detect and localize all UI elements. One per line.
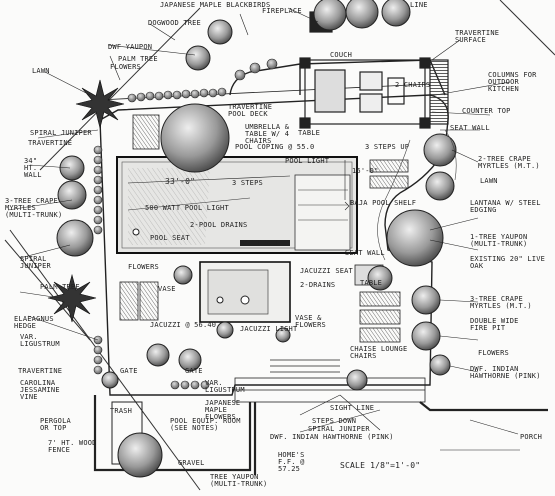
label-chairs: 2 Chairs bbox=[395, 81, 431, 89]
label-spiral-juniper-bottom: Spiral Juniper bbox=[308, 425, 370, 433]
label-elaeagnus-hedge: Elaeagnus Hedge bbox=[14, 315, 54, 330]
label-seat-wall-mid: Seat Wall bbox=[345, 249, 385, 257]
label-jacuzzi-light: Jacuzzi Light bbox=[240, 325, 298, 333]
label-pergola: Pergola or Top bbox=[40, 417, 71, 432]
label-lawn-top-left: Lawn bbox=[32, 67, 50, 75]
label-pool-equip: Pool Equip. Room (See Notes) bbox=[170, 417, 241, 432]
label-vase: Vase bbox=[158, 285, 176, 293]
label-lawn-right: Lawn bbox=[480, 177, 498, 185]
label-waterfall: Waterfall bbox=[240, 239, 280, 247]
label-dim-16: 16'-0" bbox=[352, 167, 379, 175]
dimension-lines bbox=[127, 160, 520, 451]
label-3-steps: 3 Steps bbox=[232, 179, 263, 187]
label-dwf-hawthorne: Dwf. Indian Hawthorne (Pink) bbox=[470, 365, 541, 380]
label-var-ligustrum: Var. Ligustrum bbox=[20, 333, 60, 348]
label-travertine-pool-deck: Travertine Pool Deck bbox=[228, 103, 273, 118]
label-jacuzzi-coping: Jacuzzi @ 56.40 bbox=[150, 321, 217, 329]
label-japanese-maple: Japanese Maple Blackbirds bbox=[160, 1, 271, 9]
label-vase-flowers: Vase & Flowers bbox=[295, 314, 326, 329]
label-palm-tree-top: Palm Tree bbox=[118, 55, 158, 63]
leader-lines bbox=[7, 7, 519, 435]
label-flowers-right: Flowers bbox=[478, 349, 509, 357]
outdoor-kitchen bbox=[299, 11, 449, 129]
label-gate-left: Gate bbox=[120, 367, 138, 375]
label-pool-light-500: 500 Watt Pool Light bbox=[145, 204, 229, 212]
property-lines bbox=[4, 0, 555, 491]
label-jacuzzi-drains: 2-Drains bbox=[300, 281, 336, 289]
label-yaupon-right: 1-Tree Yaupon (Multi-Trunk) bbox=[470, 233, 528, 248]
label-lantana: Lantana w/ Steel Edging bbox=[470, 199, 541, 214]
label-japanese-maple-lower: Japanese Maple Flowers bbox=[205, 399, 241, 421]
label-scale: Scale 1/8"=1'-0" bbox=[340, 461, 421, 470]
jacuzzi bbox=[199, 261, 291, 323]
label-home-ff: Home's F.F. @ 57.25 bbox=[278, 451, 305, 473]
label-pool-seat: Pool Seat bbox=[150, 234, 190, 242]
label-table-right: Table bbox=[360, 279, 383, 287]
label-palm-tree-left: Palm Tree bbox=[40, 283, 80, 291]
label-34-wall: 34" Ht. Wall bbox=[24, 157, 42, 179]
label-crape-myrtles-lower: 3-Tree Crape Myrtles (m.t.) bbox=[470, 295, 532, 310]
label-umbrella-chairs: Umbrella & Table w/ 4 Chairs bbox=[245, 123, 290, 145]
pool bbox=[116, 156, 358, 254]
chaise-lounges-right bbox=[354, 159, 409, 343]
label-spiral-juniper-top: Spiral Juniper bbox=[30, 129, 92, 137]
label-steps-down: Steps Down bbox=[312, 417, 357, 425]
label-carolina-jessamine: Carolina Jessamine Vine bbox=[20, 379, 60, 401]
label-steps-up: 3 Steps Up bbox=[365, 143, 410, 151]
label-couch: Couch bbox=[330, 51, 353, 59]
label-var-ligustrum-lower: Var. Ligustrum bbox=[205, 379, 245, 394]
label-line: Line bbox=[410, 1, 428, 9]
label-travertine-surface: Travertine Surface bbox=[455, 29, 500, 44]
label-dim-33: 33'-0" bbox=[165, 177, 196, 186]
label-gate-mid: Gate bbox=[185, 367, 203, 375]
label-pool-light-top: Pool Light bbox=[285, 157, 330, 165]
label-dwf-yaupon: Dwf Yaupon bbox=[108, 43, 153, 51]
label-flowers-top: Flowers bbox=[110, 63, 141, 71]
label-trash: Trash bbox=[110, 407, 133, 415]
shrub-rows bbox=[93, 58, 278, 390]
label-sight-line: Sight Line bbox=[330, 404, 375, 412]
label-flowers-mid: Flowers bbox=[128, 263, 159, 271]
label-seat-wall-right: Seat Wall bbox=[450, 124, 490, 132]
label-fence: 7' Ht. Wood Fence bbox=[48, 439, 97, 454]
label-fire-pit: Double Wide Fire Pit bbox=[470, 317, 519, 332]
label-travertine-lower-left: Travertine bbox=[18, 367, 63, 375]
label-pool-drains: 2-Pool Drains bbox=[190, 221, 248, 229]
trees bbox=[56, 0, 457, 478]
label-tree-yaupon-bottom: Tree Yaupon (Multi-Trunk) bbox=[210, 473, 268, 488]
label-live-oak: Existing 20" Live Oak bbox=[470, 255, 546, 270]
label-fireplace: Fireplace bbox=[262, 7, 302, 15]
label-gravel: Gravel bbox=[178, 459, 205, 467]
label-travertine-left: Travertine bbox=[28, 139, 73, 147]
steps bbox=[234, 359, 426, 403]
label-sun-shelf: Baja Pool Shelf bbox=[350, 199, 417, 207]
lounge-chairs-left bbox=[119, 114, 160, 321]
label-columns-kitchen: Columns For Outdoor Kitchen bbox=[488, 71, 537, 93]
lawn-edge bbox=[377, 129, 457, 261]
label-chaise: Chaise Lounge Chairs bbox=[350, 345, 408, 360]
label-table: Table bbox=[298, 129, 321, 137]
label-pool-coping: Pool Coping @ 55.0 bbox=[235, 143, 315, 151]
label-porch: Porch bbox=[520, 433, 543, 441]
label-spiral-juniper-left: Spiral Juniper bbox=[20, 255, 51, 270]
label-jacuzzi-seat: Jacuzzi Seat bbox=[300, 267, 353, 275]
label-crape-myrtles-left: 3-Tree Crape Myrtles (Multi-Trunk) bbox=[5, 197, 63, 219]
label-dwf-hawthorne-bottom: Dwf. Indian Hawthorne (Pink) bbox=[270, 433, 394, 441]
label-dogwood-tree: Dogwood Tree bbox=[148, 19, 201, 27]
palm-trees bbox=[47, 79, 125, 323]
label-counter-top: Counter Top bbox=[462, 107, 511, 115]
label-crape-myrtles-right: 2-Tree Crape Myrtles (m.t.) bbox=[478, 155, 540, 170]
